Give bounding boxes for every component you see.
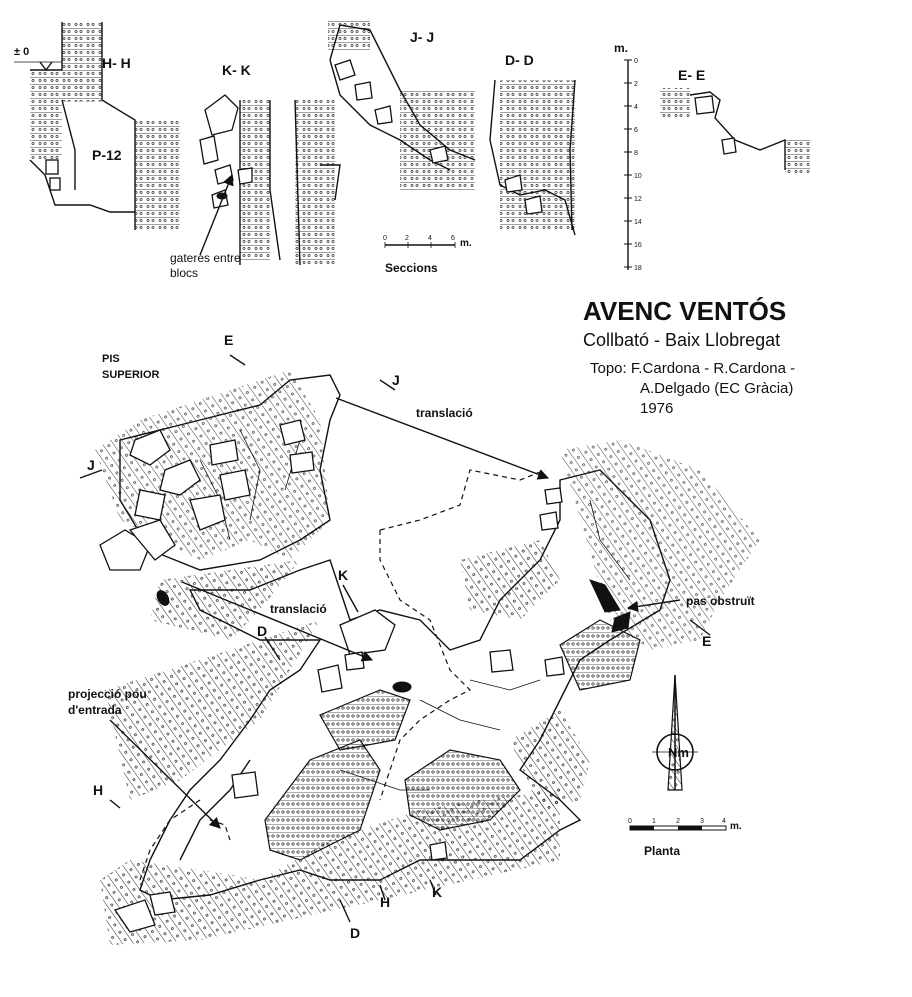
marker-k-top: K [338, 567, 348, 583]
upper-level-label-line2: SUPERIOR [102, 369, 160, 381]
plan-scale-bar [629, 825, 727, 831]
section-label-kk: K- K [222, 62, 251, 78]
plan-scale-tick-2: 2 [676, 818, 680, 825]
section-label-hh: H- H [102, 55, 131, 71]
marker-j-top: J [392, 372, 400, 388]
survey-year: 1976 [640, 400, 673, 417]
depth-tick-2: 2 [634, 81, 638, 88]
cave-location: Collbató - Baix Llobregat [583, 330, 780, 350]
plan-scale-tick-0: 0 [628, 818, 632, 825]
sections-scale-tick-6: 6 [451, 235, 455, 242]
section-jj [328, 20, 476, 190]
boulder-field [99, 419, 565, 933]
sections-scale-caption: Seccions [385, 261, 438, 275]
entrance-projection-line2: d'entrada [68, 703, 122, 717]
section-kk [199, 94, 341, 266]
depth-ruler-unit: m. [614, 41, 628, 55]
depth-tick-4: 4 [634, 104, 638, 111]
depth-ruler [624, 59, 632, 270]
topo-credits-line1: Topo: F.Cardona - R.Cardona - [590, 360, 795, 377]
depth-tick-0: 0 [634, 58, 638, 65]
sections-scale-tick-0: 0 [383, 235, 387, 242]
section-label-jj: J- J [410, 29, 434, 45]
depth-tick-14: 14 [634, 219, 642, 226]
zero-mark: ± 0 [14, 46, 29, 58]
section-hh [14, 22, 180, 230]
section-ee [660, 88, 810, 175]
note-gateres-line1: gateres entre [170, 251, 241, 265]
marker-h-left: H [93, 782, 103, 798]
depth-tick-6: 6 [634, 127, 638, 134]
plan-group [79, 354, 760, 945]
depth-tick-16: 16 [634, 242, 642, 249]
north-arrow [652, 674, 698, 791]
north-label: Nm [668, 745, 689, 760]
section-label-dd: D- D [505, 52, 534, 68]
marker-d-bottom: D [350, 925, 360, 941]
depth-tick-18: 18 [634, 265, 642, 272]
marker-h-bottom: H [380, 894, 390, 910]
section-label-p12: P-12 [92, 147, 122, 163]
sections-scale-bar [384, 242, 456, 248]
marker-d-top: D [257, 623, 267, 639]
sections-group [14, 20, 810, 270]
marker-j-left: J [87, 457, 95, 473]
sections-scale-tick-4: 4 [428, 235, 432, 242]
marker-k-bottom: K [432, 884, 442, 900]
cave-title: AVENC VENTÓS [583, 296, 786, 326]
sections-scale-unit: m. [460, 238, 472, 249]
note-gateres-line2: blocs [170, 266, 198, 280]
translation-label-lower: translació [270, 602, 327, 616]
blocked-passage-label: pas obstruït [686, 594, 755, 608]
section-label-ee: E- E [678, 67, 705, 83]
upper-level-label-line1: PIS [102, 353, 120, 365]
sections-scale-tick-2: 2 [405, 235, 409, 242]
depth-tick-8: 8 [634, 150, 638, 157]
plan-scale-caption: Planta [644, 844, 680, 858]
plan-scale-tick-3: 3 [700, 818, 704, 825]
marker-e-right: E [702, 633, 711, 649]
plan-scale-tick-1: 1 [652, 818, 656, 825]
depth-tick-12: 12 [634, 196, 642, 203]
topo-credits-line2: A.Delgado (EC Gràcia) [640, 380, 793, 397]
plan-scale-tick-4: 4 [722, 818, 726, 825]
translation-label-upper: translació [416, 406, 473, 420]
depth-tick-10: 10 [634, 173, 642, 180]
entrance-projection-line1: projecció pou [68, 687, 147, 701]
marker-e-top: E [224, 332, 233, 348]
plan-scale-unit: m. [730, 821, 742, 832]
section-dd [489, 79, 576, 236]
